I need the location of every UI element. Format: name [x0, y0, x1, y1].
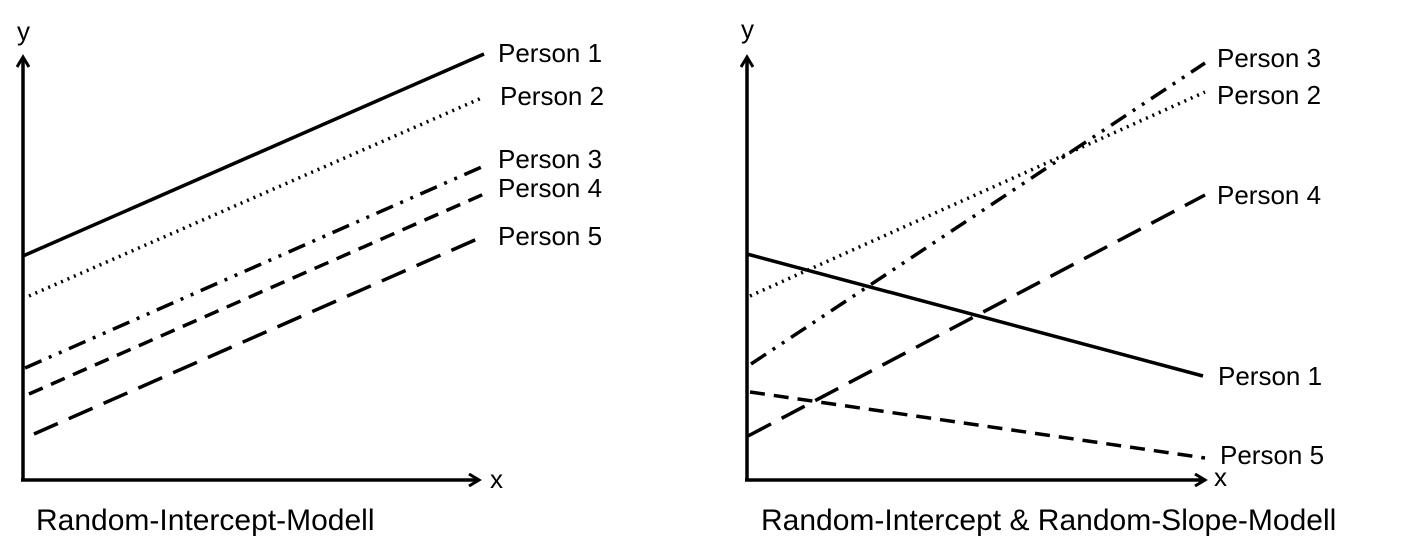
left-caption: Random-Intercept-Modell	[36, 504, 374, 537]
right-line-person-4	[747, 193, 1206, 438]
right-label-person-5: Person 5	[1220, 440, 1324, 470]
right-label-person-3: Person 3	[1217, 43, 1321, 73]
left-line-person-2	[28, 95, 485, 298]
left-line-person-4	[28, 192, 485, 396]
right-line-person-5	[749, 390, 1206, 460]
right-label-person-1: Person 1	[1218, 361, 1322, 391]
left-y-axis-label: y	[17, 16, 30, 46]
left-label-person-4: Person 4	[498, 173, 602, 203]
left-panel: y x Person 1 Person 2 Person 3 Person 4 …	[17, 16, 604, 537]
right-label-person-4: Person 4	[1217, 180, 1321, 210]
right-line-person-2	[749, 90, 1206, 298]
left-label-person-3: Person 3	[498, 144, 602, 174]
right-caption: Random-Intercept & Random-Slope-Modell	[761, 504, 1336, 537]
left-line-person-1	[22, 52, 485, 258]
left-label-person-2: Person 2	[500, 81, 604, 111]
right-label-person-2: Person 2	[1217, 80, 1321, 110]
left-label-person-1: Person 1	[498, 38, 602, 68]
right-y-axis-label: y	[741, 14, 754, 44]
right-line-person-1	[746, 252, 1204, 378]
left-line-person-5	[33, 234, 485, 436]
left-x-axis-label: x	[490, 464, 503, 494]
right-line-person-3	[750, 61, 1206, 366]
right-panel: y x Person 1 Person 2 Person 3 Person 4 …	[741, 14, 1336, 537]
right-x-axis-label: x	[1214, 462, 1227, 492]
left-label-person-5: Person 5	[498, 221, 602, 251]
left-line-person-3	[24, 164, 485, 370]
